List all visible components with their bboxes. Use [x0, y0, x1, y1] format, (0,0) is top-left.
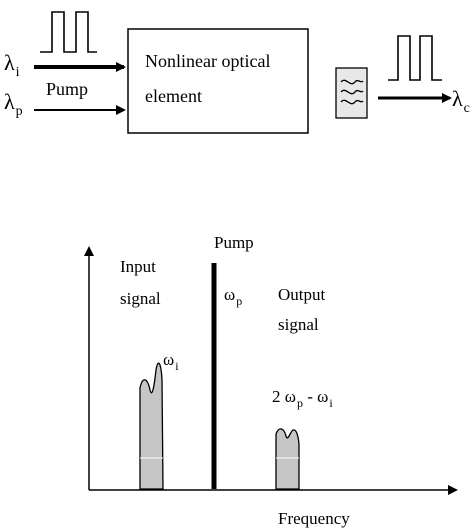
- conversion-omega-i: ω: [317, 387, 329, 406]
- omega-p-label: ωp: [224, 285, 242, 307]
- omega-p-sub: p: [236, 294, 243, 308]
- element-label-line1: Nonlinear optical: [145, 51, 271, 71]
- omega-i-symbol: ω: [163, 350, 175, 369]
- nonlinear-element-box: [127, 28, 309, 134]
- conversion-minus: -: [302, 387, 318, 406]
- filter-icon: [335, 67, 368, 119]
- conversion-omega-i-sub: i: [329, 396, 333, 410]
- x-axis-label: Frequency: [278, 509, 350, 528]
- lambda-i-symbol: λ: [4, 50, 15, 75]
- output-pulse-train: [388, 35, 442, 81]
- input-signal-line1: Input: [120, 257, 156, 276]
- input-signal-spectrum: [139, 362, 164, 490]
- omega-i-sub: i: [175, 359, 179, 373]
- conversion-omega-p-sub: p: [296, 396, 303, 410]
- pump-label-spectrum: Pump: [214, 233, 254, 252]
- lambda-i-sub: i: [15, 65, 20, 80]
- pump-label-top: Pump: [46, 79, 89, 99]
- lambda-c-label: λc: [452, 86, 470, 116]
- omega-p-symbol: ω: [224, 285, 236, 304]
- lambda-c-sub: c: [463, 101, 470, 116]
- lambda-p-symbol: λ: [4, 89, 15, 114]
- output-signal-spectrum: [275, 428, 300, 490]
- lambda-i-label: λi: [4, 50, 20, 80]
- lambda-p-label: λp: [4, 89, 23, 119]
- conversion-label: 2 ωp - ωi: [272, 387, 333, 409]
- output-signal-line2: signal: [278, 315, 319, 334]
- output-signal-line1: Output: [278, 285, 326, 304]
- input-signal-line2: signal: [120, 289, 161, 308]
- element-label-line2: element: [145, 86, 202, 106]
- omega-i-label: ωi: [163, 350, 179, 372]
- input-pulse-train: [40, 11, 97, 53]
- conversion-prefix: 2: [272, 387, 285, 406]
- lambda-c-symbol: λ: [452, 86, 463, 111]
- lambda-p-sub: p: [15, 104, 23, 119]
- conversion-omega-p: ω: [284, 387, 296, 406]
